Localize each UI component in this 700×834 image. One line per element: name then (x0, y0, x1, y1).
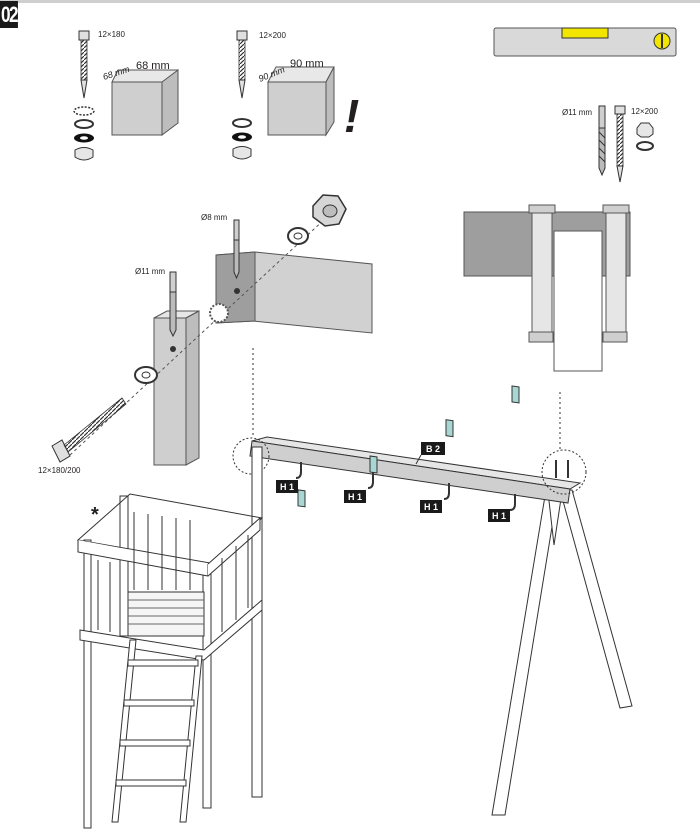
nut-washer-icon (636, 122, 654, 151)
beam-bracket-detail (463, 204, 631, 372)
washer-icon (134, 366, 158, 384)
svg-text:H 1: H 1 (492, 511, 506, 521)
drill-bit-icon (233, 219, 240, 280)
drill-diameter-label: Ø11 mm (562, 108, 592, 117)
bolt-size-label: 12×200 (259, 31, 286, 40)
bolt-12x200-icon (236, 30, 248, 99)
washer-stack-icon (232, 118, 252, 160)
bolt-icon (51, 397, 127, 463)
small-drill-label: Ø8 mm (201, 213, 228, 222)
step-number-badge: 02 (0, 1, 19, 28)
spirit-level-icon (493, 27, 677, 57)
swing-hooks (295, 462, 516, 511)
large-drill-label: Ø11 mm (135, 267, 165, 276)
play-tower: * (76, 446, 264, 829)
nut-icon (312, 194, 347, 227)
drill-and-bolt-tools: Ø11 mm 12×200 (562, 105, 658, 183)
beam-label-b2: B 2 (415, 442, 445, 465)
bolt-size-label: 12×180/200 (38, 466, 81, 475)
attention-exclamation-icon: ! (344, 90, 359, 142)
post-68mm-detail: 12×180 68 mm 68 mm (73, 30, 179, 161)
bolt-12x180-icon (78, 30, 90, 99)
crossbeam-section (215, 251, 373, 334)
bolt-icon (555, 460, 569, 478)
detail-callout-circle (232, 437, 270, 475)
beam-straps (297, 385, 520, 508)
a-frame-legs (491, 489, 633, 816)
bolt-size-label: 12×200 (631, 107, 658, 116)
hook-label-h1: H 1 (420, 500, 442, 513)
svg-text:B 2: B 2 (426, 444, 440, 454)
post-90mm-detail: 12×200 90 mm 90 mm ! (232, 30, 359, 160)
detail-callout-circle (541, 449, 587, 495)
ladder (111, 639, 203, 823)
bolt-12x200-icon (614, 105, 626, 183)
post-68-block (111, 69, 179, 136)
post-90-block (267, 66, 335, 137)
exploded-bolt-view: Ø8 mm Ø11 mm 12×180/200 (38, 194, 373, 475)
svg-text:H 1: H 1 (280, 482, 294, 492)
bolt-size-label: 12×180 (98, 30, 125, 39)
swing-frame-assembly: B 2 H 1 H 1 H 1 H 1 (232, 385, 633, 816)
post-front-dimension: 90 mm (290, 58, 324, 70)
page-top-rule (0, 0, 700, 3)
drill-bit-icon (169, 271, 177, 338)
hook-label-h1: H 1 (344, 490, 366, 503)
washer-stack-icon (73, 106, 95, 161)
svg-text:H 1: H 1 (348, 492, 362, 502)
washer-icon (287, 227, 309, 245)
drill-bit-icon (598, 105, 606, 177)
hook-label-h1: H 1 (488, 509, 510, 522)
post-front-dimension: 68 mm (136, 60, 170, 72)
toothed-washer-icon (209, 303, 229, 323)
hook-label-h1: H 1 (276, 480, 298, 493)
svg-text:H 1: H 1 (424, 502, 438, 512)
post-section (153, 310, 200, 466)
asterisk-note-mark: * (91, 504, 99, 526)
